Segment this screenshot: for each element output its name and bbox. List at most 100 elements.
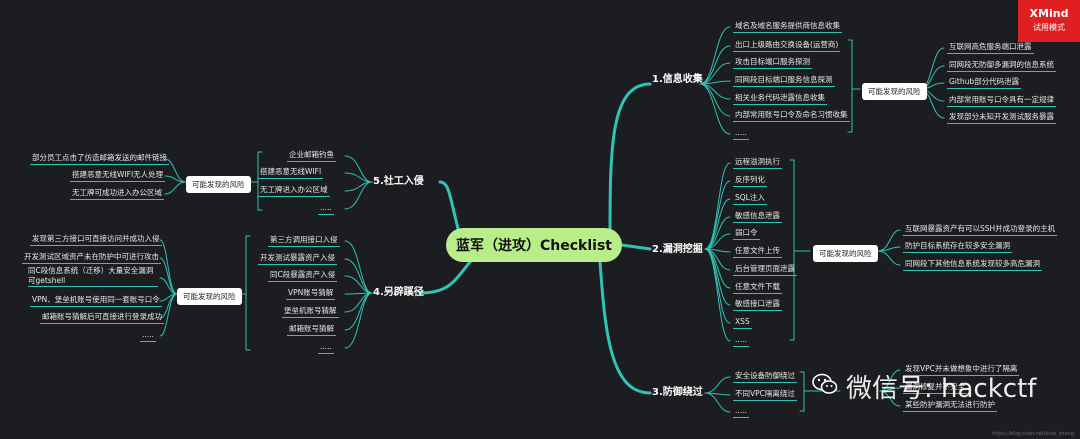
alt-item[interactable]: 开发测试暴露资产入侵 — [258, 253, 337, 265]
alt-item[interactable]: 堡垒机账号猜解 — [282, 306, 339, 318]
vuln-item[interactable]: 敏感接口泄露 — [733, 299, 782, 311]
vuln-risk-item-connector — [877, 229, 901, 252]
social-risk-item[interactable]: 部分员工点击了仿造邮箱发送的邮件链接 — [30, 153, 169, 165]
defense-bracket — [799, 371, 805, 412]
info-risk-item[interactable]: Github部分代码泄露 — [947, 77, 1022, 89]
alt-item[interactable]: VPN账号猜解 — [286, 288, 336, 300]
branch-vuln-connector — [620, 243, 652, 251]
social-risk-item[interactable]: 搭建恶意无线WIFI无人处理 — [70, 170, 166, 182]
defense-risk-item[interactable]: 漏洞修复并不完全 — [903, 382, 967, 394]
vuln-item-connector — [704, 248, 731, 306]
vuln-item[interactable]: 任意文件下载 — [733, 282, 782, 294]
social-bracket — [257, 151, 263, 211]
vuln-risk-label[interactable]: 可能发现的风险 — [813, 245, 878, 262]
social-item[interactable]: 企业邮箱钓鱼 — [287, 150, 336, 162]
info-risk-item[interactable]: 发现部分未知开发测试服务暴露 — [947, 112, 1056, 124]
info-item[interactable]: 攻击目标端口服务探测 — [733, 57, 812, 69]
info-item-connector — [699, 26, 731, 85]
central-topic[interactable]: 蓝军（进攻）Checklist — [446, 228, 622, 262]
info-risk-item[interactable]: 内部常用账号口令具有一定规律 — [947, 95, 1056, 107]
branch-vuln-mining-title[interactable]: 2.漏洞挖掘 — [652, 244, 703, 255]
footer-url: https://blog.csdn.net/blue_zhang — [992, 431, 1074, 437]
vuln-item[interactable]: SQL注入 — [733, 193, 767, 205]
defense-item[interactable]: ..... — [733, 406, 749, 418]
wechat-icon — [812, 373, 838, 394]
vuln-risk-item[interactable]: 同网段下其他信息系统发现较多高危漏洞 — [903, 259, 1042, 271]
alt-risk-item[interactable]: ..... — [140, 330, 156, 342]
branch-social-connector — [438, 180, 462, 238]
vuln-item[interactable]: 反序列化 — [733, 175, 767, 187]
vuln-risk-item[interactable]: 互联网暴露资产有可以SSH并成功登录的主机 — [903, 224, 1058, 236]
branch-alt-connector — [418, 260, 472, 295]
defense-item[interactable]: 安全设备防御绕过 — [733, 371, 797, 383]
defense-risk-item[interactable]: 某些防护漏洞无法进行防护 — [903, 400, 997, 412]
vuln-item[interactable]: 任意文件上传 — [733, 246, 782, 258]
alt-risk-label[interactable]: 可能发现的风险 — [177, 288, 242, 305]
defense-risk-item[interactable]: 发现VPC并未做想象中进行了隔离 — [903, 364, 1020, 376]
info-risk-item[interactable]: 互联网高危服务端口泄露 — [947, 42, 1034, 54]
vuln-risk-item-connector — [877, 246, 901, 252]
social-risk-item-connector — [164, 181, 187, 195]
alt-risk-item-connector — [159, 293, 178, 337]
info-item[interactable]: 相关业务代码泄露信息收集 — [733, 93, 827, 105]
branch-alternative-approach-title[interactable]: 4.另辟蹊径 — [373, 287, 424, 298]
social-risk-label[interactable]: 可能发现的风险 — [186, 176, 251, 193]
alt-item[interactable]: 邮箱账号猜解 — [287, 324, 336, 336]
info-item[interactable]: 内部常用账号口令及命名习惯收集 — [733, 110, 850, 122]
alt-risk-item-connector — [159, 277, 178, 295]
branch-defense-bypass-title[interactable]: 3.防御绕过 — [652, 387, 703, 398]
vuln-item[interactable]: 敏感信息泄露 — [733, 211, 782, 223]
vuln-item-connector — [704, 216, 731, 250]
alt-item[interactable]: ..... — [318, 342, 334, 354]
xmind-brand: XMind — [1029, 7, 1069, 20]
branch-info-gathering-title[interactable]: 1.信息收集 — [652, 74, 703, 85]
vuln-risk-item-connector — [877, 250, 901, 266]
info-item-connector — [699, 83, 731, 135]
info-item-connector — [699, 62, 731, 85]
alt-risk-item[interactable]: 开发测试区域资产未在防护中可进行攻击 — [22, 252, 161, 264]
vuln-item[interactable]: 后台管理页面泄露 — [733, 264, 797, 276]
social-risk-item-connector — [164, 158, 187, 183]
social-item[interactable]: 无工牌进入办公区域 — [258, 185, 330, 197]
alt-risk-item-connector — [159, 239, 178, 295]
info-item[interactable]: 同网段目标端口服务信息探测 — [733, 75, 835, 87]
social-item-connector — [344, 155, 373, 183]
social-item[interactable]: ..... — [318, 203, 334, 215]
defense-item-connector — [704, 376, 731, 394]
info-risk-item[interactable]: 同网段无防御多漏洞的信息系统 — [947, 60, 1056, 72]
vuln-item-connector — [704, 248, 731, 342]
alt-risk-item[interactable]: 邮箱账号猜解后可直接进行登录成功 — [40, 312, 164, 324]
branch-info-connector — [608, 82, 652, 242]
alt-risk-item[interactable]: VPN、堡垒机账号使用同一套账号口令 — [30, 295, 162, 307]
defense-item[interactable]: 不同VPC隔离绕过 — [733, 389, 797, 401]
alt-item-connector — [344, 275, 373, 294]
alt-item[interactable]: 同C段暴露资产入侵 — [268, 270, 338, 282]
info-item[interactable]: 域名及域名服务提供商信息收集 — [733, 21, 842, 33]
social-item[interactable]: 搭建恶意无线WIFI — [258, 167, 324, 179]
info-risk-label[interactable]: 可能发现的风险 — [862, 83, 927, 100]
info-item[interactable]: ..... — [733, 128, 749, 140]
watermark-text: 微信号: hackctf — [846, 374, 1037, 404]
vuln-risk-item[interactable]: 防护目标系统存在较多安全漏洞 — [903, 241, 1012, 253]
vuln-item[interactable]: XSS — [733, 317, 752, 329]
defense-risk-item-connector — [879, 369, 901, 392]
vuln-item[interactable]: 远程溢洞执行 — [733, 157, 782, 169]
alt-item-connector — [344, 240, 373, 294]
info-item[interactable]: 出口上级路由交换设备(运营商) — [733, 40, 841, 52]
info-item-connector — [699, 45, 731, 85]
branch-social-engineering-title[interactable]: 5.社工入侵 — [373, 176, 424, 187]
vuln-item[interactable]: 弱口令 — [733, 228, 760, 240]
social-item-connector — [344, 181, 373, 210]
xmind-trial-badge[interactable]: XMind 试用模式 — [1018, 0, 1080, 42]
trial-mode-label: 试用模式 — [1033, 23, 1065, 32]
social-risk-item[interactable]: 无工牌可成功进入办公区域 — [70, 188, 164, 200]
branch-defense-connector — [598, 260, 652, 395]
alt-risk-item-connector — [159, 257, 178, 295]
info-bracket — [847, 39, 853, 133]
alt-risk-item[interactable]: 发现第三方接口可直接访问并成功入侵 — [30, 234, 162, 246]
vuln-item[interactable]: ..... — [733, 335, 749, 347]
alt-item[interactable]: 第三方调用接口入侵 — [268, 235, 340, 247]
alt-risk-item[interactable]: 同C段信息系统（迁移）大量安全漏洞可getshell — [28, 266, 158, 287]
